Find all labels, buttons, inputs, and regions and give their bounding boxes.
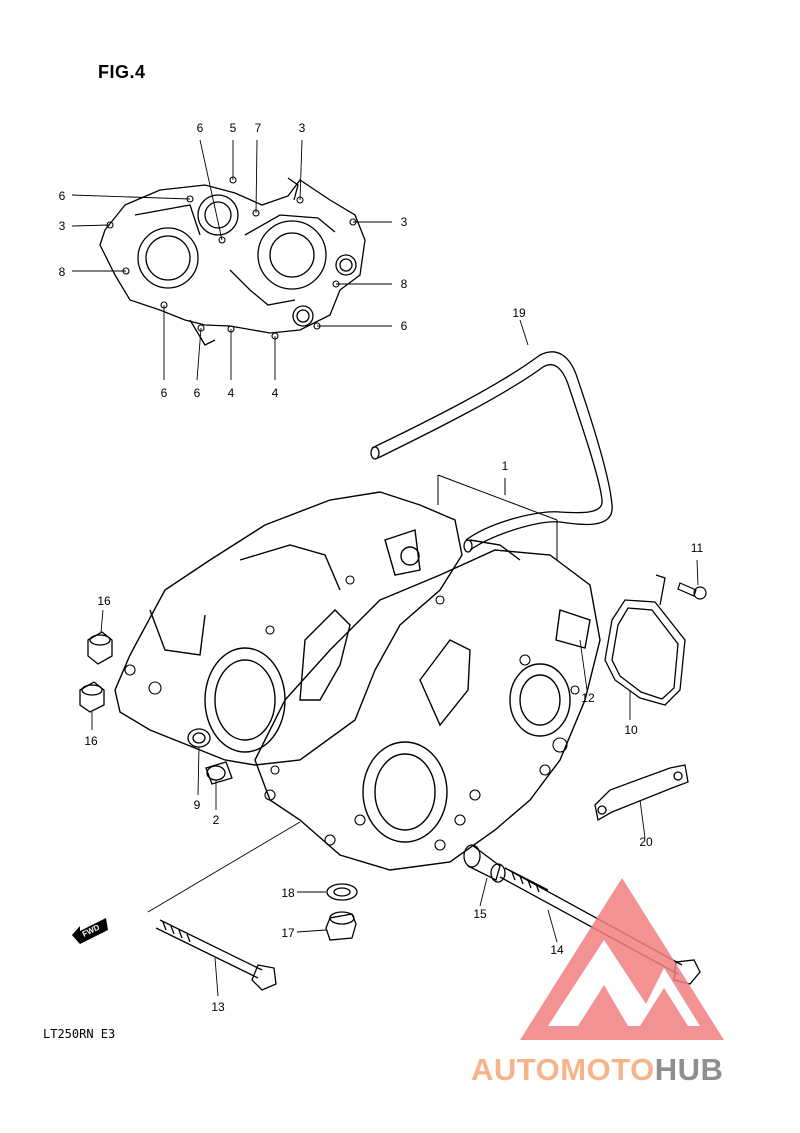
bolt-bush [463,844,506,883]
crankcase-right-half [254,549,601,871]
breather-hose [370,351,613,553]
drain-plug [325,911,357,941]
callout-8-a: 8 [59,265,66,279]
callout-15: 15 [473,907,487,921]
callout-6-c: 6 [401,319,408,333]
callout-3-c: 3 [401,215,408,229]
callout-7: 7 [255,121,262,135]
callout-4-b: 4 [272,386,279,400]
watermark-brand: AUTOMOTOHUB [471,1052,723,1088]
callout-11: 11 [691,541,704,555]
inset-leader-lines [71,139,392,381]
callout-9: 9 [194,798,201,812]
callout-6-b: 6 [197,121,204,135]
callout-10: 10 [624,723,638,737]
callout-20: 20 [639,835,653,849]
callout-19: 19 [512,306,526,320]
inset-callouts: 6 6 5 7 3 3 3 8 8 6 6 6 4 4 [59,121,408,400]
main-callouts: 19 1 11 16 16 12 10 9 2 20 18 15 17 14 1… [84,306,703,1014]
callout-3-a: 3 [299,121,306,135]
watermark-logo [520,878,724,1040]
callout-18: 18 [281,886,295,900]
callout-6-d: 6 [161,386,168,400]
callout-6-a: 6 [59,189,66,203]
callout-14: 14 [550,943,564,957]
watermark-brand-part2: HUB [654,1052,724,1087]
dowel-pins [187,728,233,785]
drain-plug-gasket [326,883,358,901]
crankcase-left-half [114,491,463,766]
chain-guide-bracket [594,764,689,822]
callout-13: 13 [211,1000,225,1014]
breather-cover [604,574,686,706]
callout-3-b: 3 [59,219,66,233]
fwd-arrow-icon [72,918,108,944]
callout-1: 1 [502,459,509,473]
callout-16-b: 16 [84,734,98,748]
crankcase-short-bolt [155,919,277,991]
model-code: LT250RN E3 [43,1027,116,1041]
callout-5: 5 [230,121,237,135]
main-leader-lines [91,319,699,997]
watermark-brand-part1: AUTOMOTO [471,1052,655,1087]
crankcase-set-bracket [437,474,558,560]
cap-nuts [79,631,113,713]
callout-16-a: 16 [97,594,111,608]
crankcase-assembly [114,491,601,871]
callout-6-e: 6 [194,386,201,400]
figure-title: FIG.4 [98,62,146,82]
callout-17: 17 [281,926,295,940]
callout-8-b: 8 [401,277,408,291]
callout-2: 2 [213,813,220,827]
inset-bolt-layout [99,176,366,346]
callout-12: 12 [581,691,595,705]
callout-4-a: 4 [228,386,235,400]
cover-screw [677,582,707,600]
